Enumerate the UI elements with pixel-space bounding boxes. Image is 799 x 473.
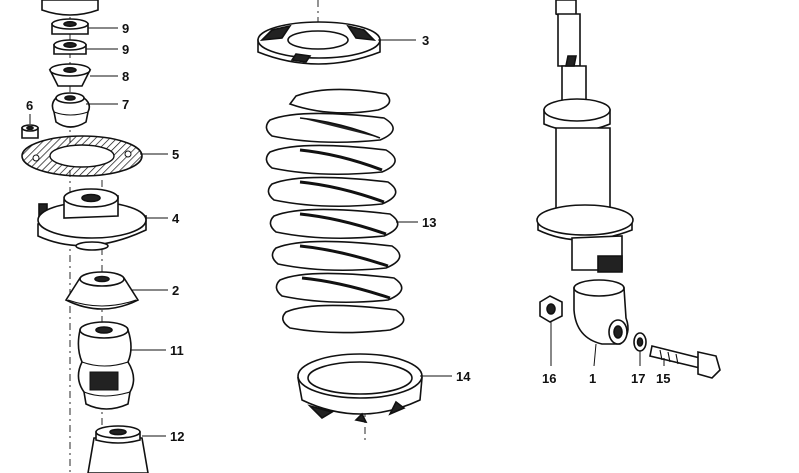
callout-8: 8: [122, 69, 129, 84]
part-cup-8: [48, 63, 92, 87]
part-nut-9-upper: [51, 18, 89, 35]
callout-15: 15: [656, 371, 670, 386]
callout-4: 4: [172, 211, 180, 226]
part-shock-body-1: [536, 98, 634, 273]
leader-lines: [29, 27, 665, 437]
callout-12: 12: [170, 429, 184, 444]
callout-labels: 9 9 8 7 6 5 4 2 11 12 3 13 14 16 1 17 15: [26, 21, 670, 444]
callout-14: 14: [456, 369, 471, 384]
callout-7: 7: [122, 97, 129, 112]
part-gasket-5: [21, 135, 143, 177]
callout-13: 13: [422, 215, 436, 230]
part-boot-12: [87, 425, 149, 473]
callout-11: 11: [170, 343, 184, 358]
part-washer-17: [633, 332, 647, 352]
callout-9-upper: 9: [122, 21, 129, 36]
part-nut-6: [21, 124, 39, 139]
callout-16: 16: [542, 371, 556, 386]
left-assembly: [21, 0, 149, 473]
callout-1: 1: [589, 371, 596, 386]
part-lower-seat-14: [297, 353, 423, 424]
part-coil-spring-13: [265, 88, 405, 334]
part-shock-eye: [573, 279, 629, 345]
callout-6: 6: [26, 98, 33, 113]
callout-2: 2: [172, 283, 179, 298]
callout-3: 3: [422, 33, 429, 48]
part-nut-9-lower: [53, 39, 87, 55]
center-assembly: [257, 0, 423, 440]
callout-9-lower: 9: [122, 42, 129, 57]
part-bumpstop-11: [77, 321, 135, 410]
part-spring-seat-3: [257, 21, 381, 65]
part-bushing-7: [51, 92, 91, 128]
part-mount-4: [37, 188, 147, 251]
part-cup-2: [64, 271, 140, 310]
part-bolt-15: [649, 345, 721, 379]
part-top-cap: [41, 0, 99, 16]
callout-5: 5: [172, 147, 179, 162]
callout-17: 17: [631, 371, 645, 386]
part-nut-16: [539, 295, 563, 323]
right-assembly: [536, 0, 721, 379]
